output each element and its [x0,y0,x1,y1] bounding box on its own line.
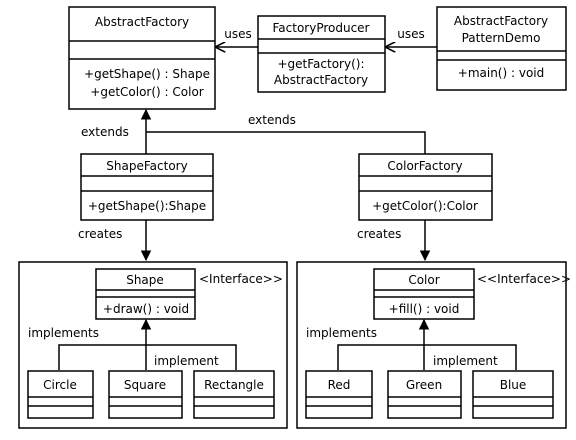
demo-method: +main() : void [458,66,544,80]
color-interface: Color +fill() : void [373,268,475,320]
extends-label-top: extends [248,113,296,127]
factory-producer-method: AbstractFactory [274,73,368,87]
demo-class: AbstractFactory PatternDemo +main() : vo… [436,6,567,91]
implement-label-right: implement [433,354,498,368]
shape-interface-method: +draw() : void [103,302,189,316]
blue-class: Blue [472,370,554,419]
implements-label-right: implements [306,326,377,340]
green-class: Green [387,370,462,419]
implements-label-left: implements [28,326,99,340]
color-factory-class: ColorFactory +getColor():Color [358,153,493,221]
factory-producer-method: +getFactory(): [278,57,365,71]
shape-factory-method: +getShape():Shape [88,199,206,213]
abstract-factory-class: AbstractFactory +getShape() : Shape +get… [68,6,216,110]
shape-interface-name: Shape [126,273,164,287]
factory-producer-class: FactoryProducer +getFactory(): AbstractF… [257,15,386,93]
demo-name-line: AbstractFactory [454,14,548,28]
blue-name: Blue [500,378,527,392]
creates-label-right: creates [357,227,401,241]
color-package-frame [296,261,567,429]
red-name: Red [328,378,351,392]
extends-label-left: extends [81,125,129,139]
color-interface-method: +fill() : void [389,302,460,316]
color-interface-name: Color [408,273,439,287]
color-factory-method: +getColor():Color [372,199,478,213]
color-stereotype: <<Interface>> [477,272,571,286]
uses-label-right: uses [397,27,425,41]
extends-line-color-factory [146,131,426,154]
shape-factory-name: ShapeFactory [106,159,187,173]
rectangle-name: Rectangle [204,378,264,392]
circle-class: Circle [27,370,94,419]
color-factory-name: ColorFactory [387,159,462,173]
demo-name-line: PatternDemo [462,31,541,45]
green-name: Green [406,378,442,392]
creates-label-left: creates [78,227,122,241]
implement-label-left: implement [154,354,219,368]
square-class: Square [108,370,183,419]
circle-name: Circle [43,378,77,392]
shape-interface: Shape +draw() : void [95,268,196,320]
shape-package-frame [18,261,288,429]
abstract-factory-method: +getShape() : Shape [84,67,210,81]
shape-factory-class: ShapeFactory +getShape():Shape [80,153,214,221]
shape-implements-bus [58,344,237,370]
square-name: Square [124,378,166,392]
factory-producer-name: FactoryProducer [272,21,369,35]
abstract-factory-name: AbstractFactory [95,15,189,29]
uses-label-left: uses [224,27,252,41]
rectangle-class: Rectangle [193,370,275,419]
color-implements-bus [337,344,517,370]
red-class: Red [305,370,373,419]
abstract-factory-method: +getColor() : Color [90,85,204,99]
shape-stereotype: <Interface>> [199,272,283,286]
